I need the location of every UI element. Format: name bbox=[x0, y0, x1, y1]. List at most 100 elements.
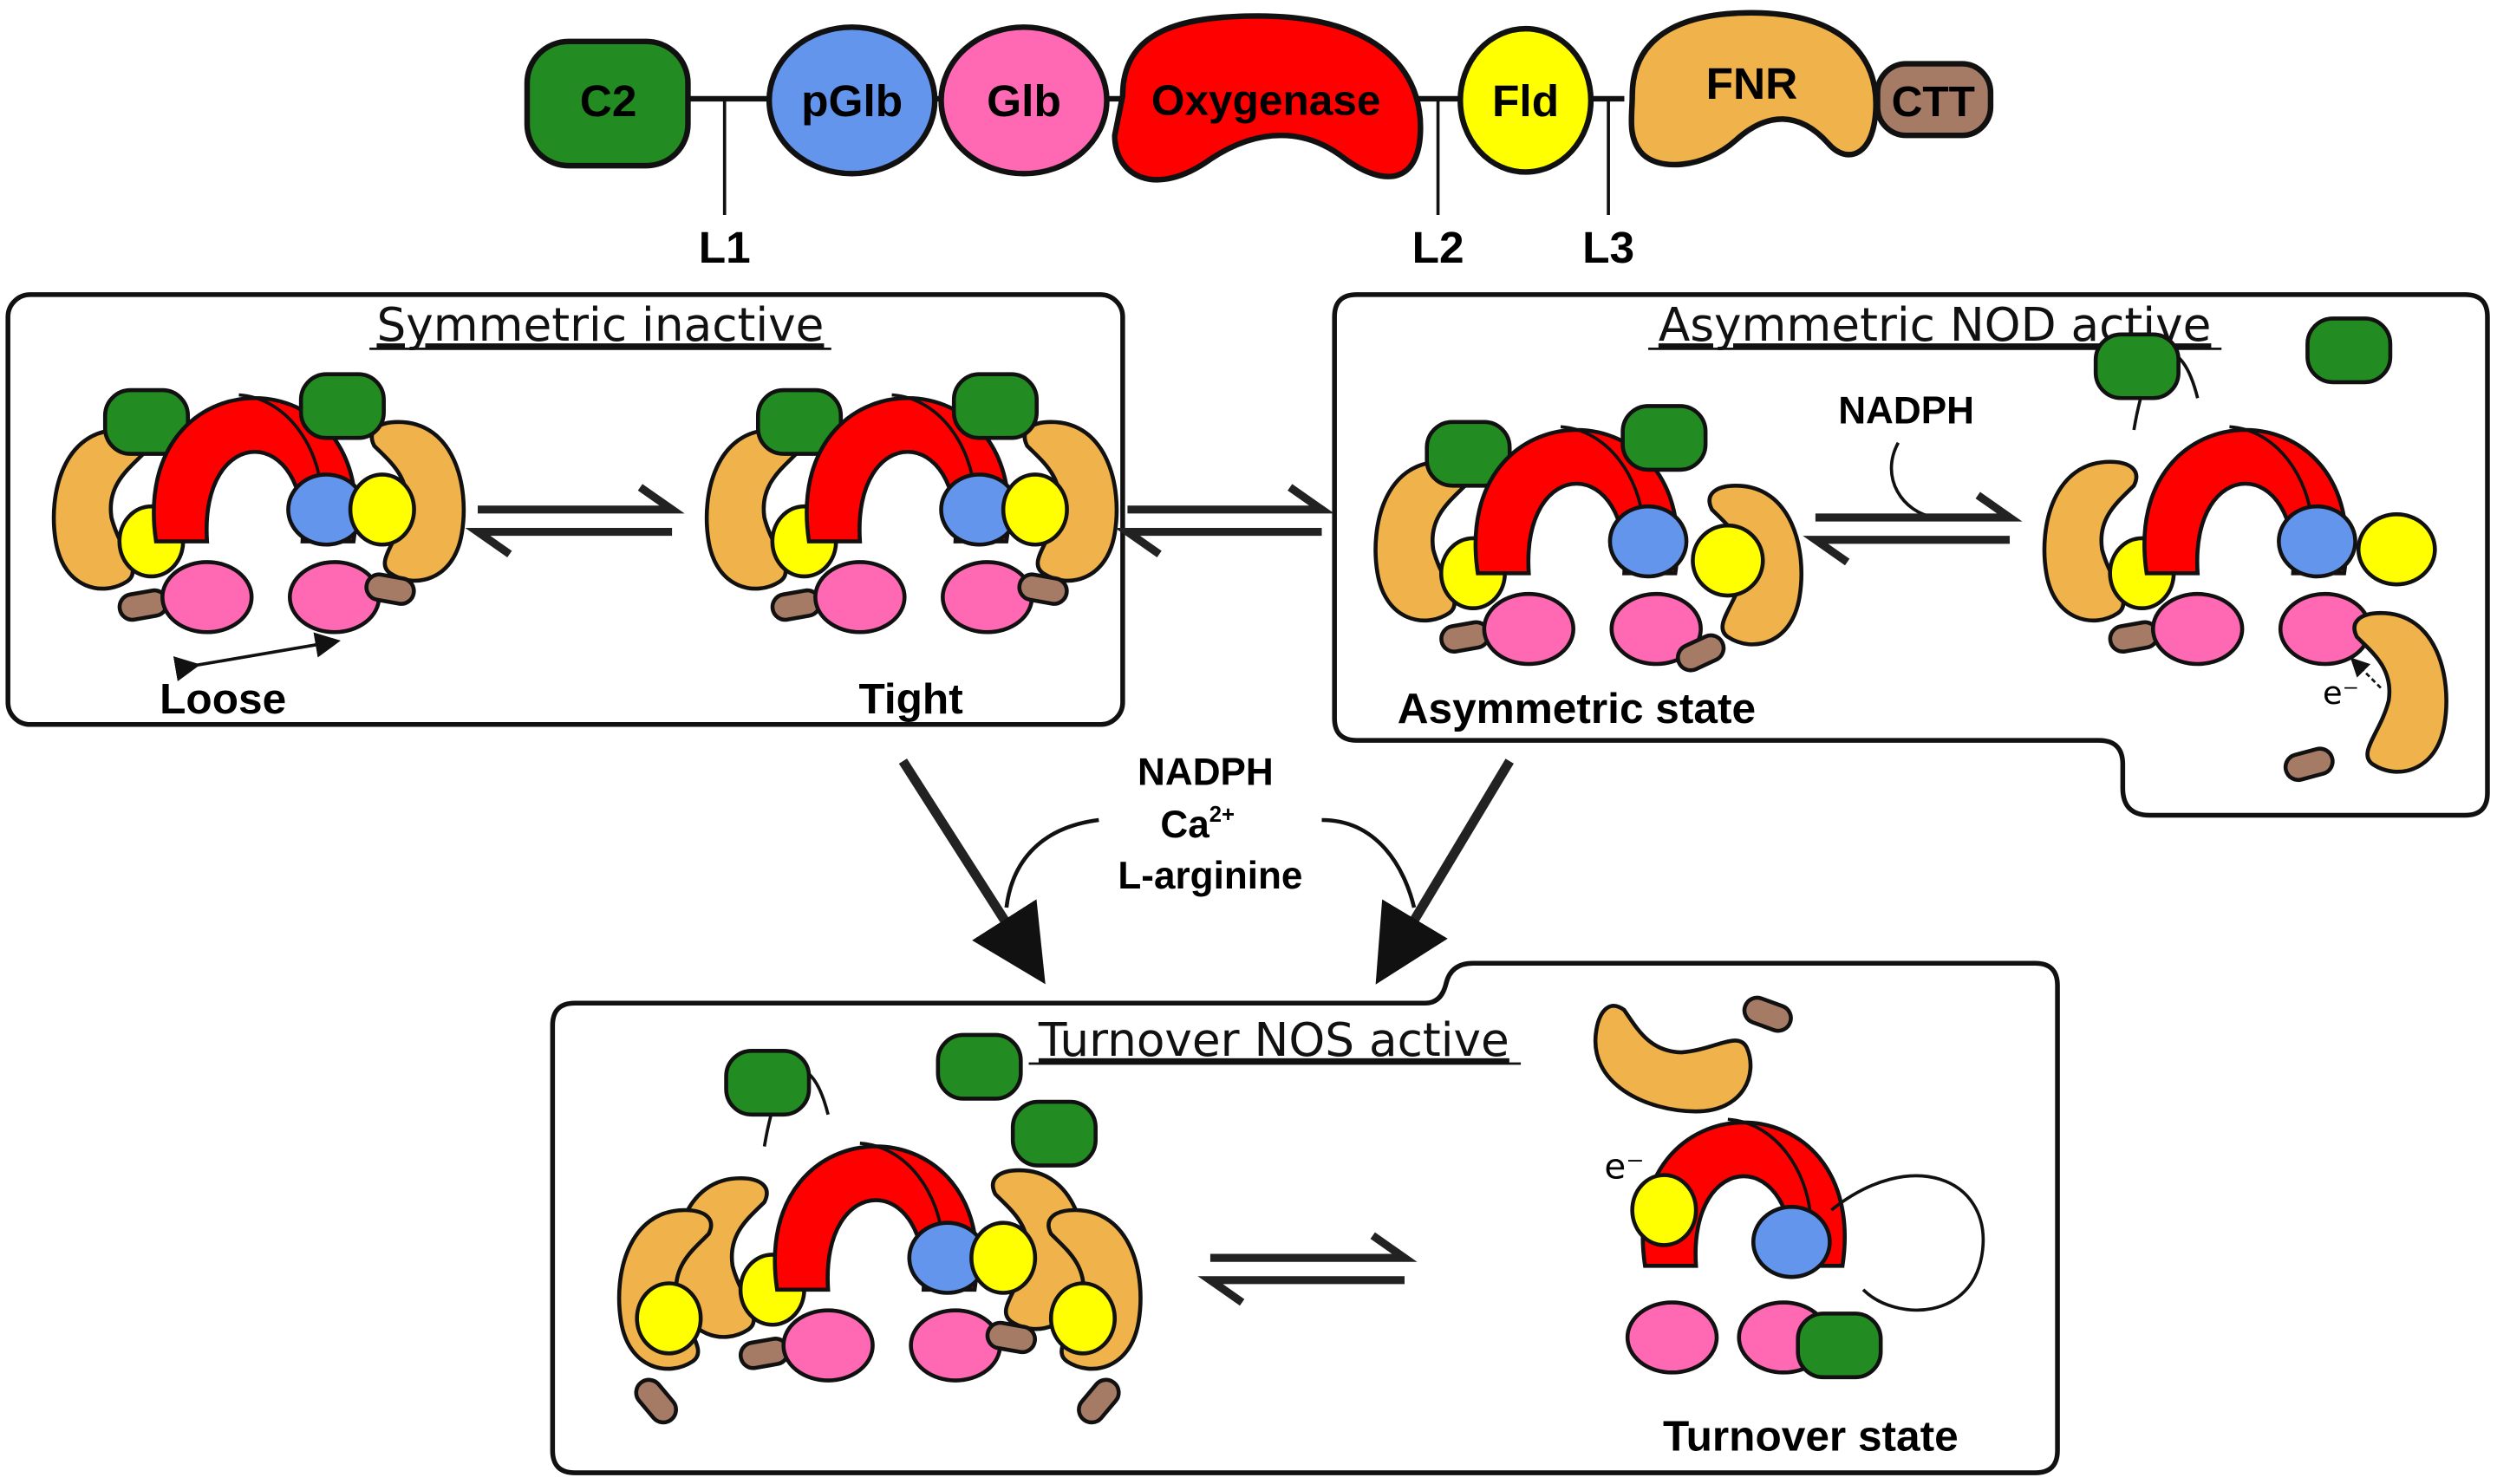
arrow-asymmetric-to-turnover bbox=[1375, 758, 1514, 985]
equilibrium-arrows bbox=[465, 484, 2023, 1306]
glb-domain-right bbox=[287, 560, 381, 635]
glb-domain-left bbox=[813, 560, 907, 635]
oxygenase-domain bbox=[1112, 13, 1424, 183]
domain-architecture: C2 pGlb Glb Oxygenase Fld FNR CTT L1 L2 … bbox=[524, 10, 1994, 272]
c2-domain bbox=[936, 1032, 1023, 1101]
fnr-domain bbox=[1628, 10, 1879, 168]
c2-domain bbox=[1010, 1099, 1098, 1168]
c2-domain bbox=[298, 372, 386, 440]
fld-domain bbox=[1457, 25, 1594, 175]
forward-arrow bbox=[1209, 1232, 1418, 1262]
glb-domain bbox=[938, 24, 1110, 177]
turnover-nos-title: Turnover NOS active bbox=[1038, 1013, 1509, 1067]
fld-domain-right bbox=[1691, 523, 1765, 598]
nadph-curve bbox=[1889, 441, 1935, 519]
glb-domain-right bbox=[1609, 591, 1703, 667]
nos-dimer bbox=[673, 1032, 1087, 1383]
fld-domain-right bbox=[348, 472, 416, 547]
linker-loop bbox=[1830, 1174, 1985, 1312]
ctt-domain bbox=[364, 572, 416, 606]
forward-arrow bbox=[1815, 491, 2023, 522]
pglb-domain bbox=[2277, 504, 2357, 579]
glb-domain-right bbox=[909, 1308, 1002, 1383]
glb-domain-right bbox=[941, 560, 1034, 635]
fnr-shape bbox=[1593, 1004, 1753, 1114]
c2-domain bbox=[951, 372, 1040, 440]
glb-domain-left bbox=[2150, 591, 2245, 667]
c2-domain bbox=[1620, 404, 1708, 472]
c2-domain bbox=[724, 1049, 812, 1117]
fnr-domain-released bbox=[2352, 610, 2448, 774]
fld-domain-right bbox=[1048, 1281, 1118, 1356]
ctt-domain bbox=[985, 1320, 1037, 1355]
equilibrium-arrow bbox=[1803, 491, 2023, 566]
fnr-shape bbox=[2352, 610, 2448, 774]
forward-arrow bbox=[478, 484, 685, 514]
symmetric-inactive-title: Symmetric inactive bbox=[376, 298, 824, 352]
nos-dimer bbox=[1373, 404, 1708, 667]
pglb-domain bbox=[766, 24, 938, 177]
c2-domain bbox=[2093, 332, 2181, 400]
symmetric-inactive-panel bbox=[5, 292, 1125, 727]
reagent-l-arginine: L-arginine bbox=[1118, 855, 1302, 897]
turnover-state-label: Turnover state bbox=[1663, 1411, 1959, 1460]
reverse-arrow bbox=[1114, 527, 1322, 558]
reagent-calcium: Ca2+ bbox=[1160, 803, 1235, 846]
fld-domain-left bbox=[635, 1281, 703, 1356]
asymmetric-nod-panel bbox=[1332, 292, 2490, 818]
forward-arrow bbox=[1127, 484, 1335, 514]
loose-label: Loose bbox=[160, 674, 286, 723]
c2-domain bbox=[2305, 316, 2393, 385]
glb-domain-left bbox=[781, 1308, 875, 1383]
c2-domain bbox=[524, 38, 691, 169]
fnr-label: FNR bbox=[1706, 58, 1798, 108]
l1-label: L1 bbox=[699, 222, 751, 272]
fld-domain-right bbox=[969, 1220, 1038, 1295]
ctt-domain bbox=[2283, 746, 2335, 783]
loose-double-arrow bbox=[173, 632, 341, 682]
c2-label: C2 bbox=[580, 75, 637, 126]
l2-label: L2 bbox=[1412, 222, 1464, 272]
ctt-label: CTT bbox=[1892, 77, 1975, 126]
pglb-domain bbox=[1607, 504, 1689, 579]
equilibrium-arrow bbox=[1197, 1232, 1418, 1306]
ctt-domain bbox=[1675, 633, 1726, 673]
ctt-domain bbox=[1874, 61, 1994, 139]
dimer-illustrations bbox=[51, 316, 2448, 1425]
nod-nadph-label: NADPH bbox=[1838, 390, 1974, 433]
fld-domain-right bbox=[1001, 472, 1069, 547]
nos-dimer bbox=[704, 372, 1119, 635]
pglb-domain bbox=[1751, 1205, 1832, 1279]
reverse-arrow bbox=[1803, 536, 2010, 566]
tight-label: Tight bbox=[858, 674, 962, 723]
oxygenase-label: Oxygenase bbox=[1151, 75, 1381, 124]
arrow-symmetric-to-turnover bbox=[898, 758, 1046, 985]
reverse-arrow bbox=[1197, 1276, 1405, 1306]
equilibrium-arrow bbox=[1114, 484, 1335, 558]
reverse-arrow bbox=[465, 527, 673, 558]
ctt-domain bbox=[1077, 1377, 1121, 1425]
asymmetric-state-label: Asymmetric state bbox=[1398, 684, 1756, 732]
fld-domain-right bbox=[2356, 512, 2437, 587]
fld-domain bbox=[1630, 1173, 1698, 1247]
l3-label: L3 bbox=[1582, 222, 1634, 272]
oxygenase-interface bbox=[1727, 1117, 1813, 1219]
nos-dimer bbox=[2042, 316, 2393, 667]
nos-dimer bbox=[51, 372, 466, 635]
ctt-domain bbox=[634, 1377, 678, 1425]
glb-domain-left bbox=[160, 560, 254, 635]
fnr-domain-top bbox=[1593, 1004, 1753, 1114]
glb-domain-left bbox=[1482, 591, 1575, 667]
reagent-nadph: NADPH bbox=[1138, 752, 1274, 794]
ctt-domain bbox=[1017, 572, 1069, 606]
glb-label: Glb bbox=[987, 75, 1061, 126]
fld-label: Fld bbox=[1492, 75, 1559, 126]
ctt-domain bbox=[1742, 995, 1793, 1033]
pglb-label: pGlb bbox=[801, 75, 903, 126]
c2-domain bbox=[1796, 1312, 1883, 1380]
nos-electron-label: e⁻ bbox=[1604, 1145, 1644, 1187]
equilibrium-arrow bbox=[465, 484, 685, 558]
glb-domain-left bbox=[1625, 1300, 1719, 1375]
